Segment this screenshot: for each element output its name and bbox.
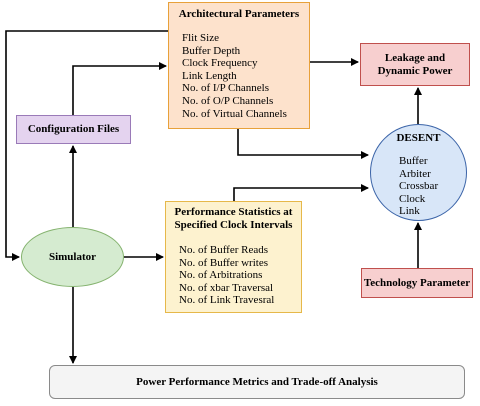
technology-parameter-title: Technology Parameter xyxy=(363,276,471,289)
technology-parameter-box: Technology Parameter xyxy=(361,268,473,298)
perf-stat-item: No. of Buffer Reads xyxy=(179,244,268,256)
leakage-dynamic-power-title: Leakage and Dynamic Power xyxy=(377,51,453,77)
power-performance-box: Power Performance Metrics and Trade-off … xyxy=(49,365,465,399)
perf-stat-item: No. of Link Travesral xyxy=(179,294,275,307)
desent-item: Link xyxy=(399,205,420,218)
perf-stat-item: No. of Buffer writes xyxy=(179,256,268,269)
desent-node: DESENT Buffer Arbiter Crossbar Clock Lin… xyxy=(370,124,467,221)
arch-param-item: Buffer Depth xyxy=(182,44,241,57)
desent-item: Buffer xyxy=(399,155,428,167)
arch-param-item: No. of O/P Channels xyxy=(182,94,274,107)
arch-param-item: No. of I/P Channels xyxy=(182,82,269,95)
desent-item: Clock xyxy=(399,192,426,205)
performance-statistics-title: Performance Statistics at Specified Cloc… xyxy=(174,206,293,231)
arch-param-item: Link Length xyxy=(182,69,237,82)
perf-stat-item: No. of Arbitrations xyxy=(179,269,263,282)
performance-statistics-box: Performance Statistics at Specified Cloc… xyxy=(165,201,302,313)
perf-stat-item: No. of xbar Traversal xyxy=(179,281,274,294)
arch-param-item: Flit Size xyxy=(182,32,219,44)
arrow-arch-to-desent xyxy=(237,129,369,159)
power-performance-title: Power Performance Metrics and Trade-off … xyxy=(136,375,378,388)
leakage-dynamic-power-box: Leakage and Dynamic Power xyxy=(360,43,470,86)
configuration-files-title: Configuration Files xyxy=(27,123,120,135)
desent-item: Crossbar xyxy=(399,180,439,193)
arrow-perf-to-desent xyxy=(233,184,369,201)
configuration-files-box: Configuration Files xyxy=(16,115,131,144)
desent-item: Arbiter xyxy=(399,167,431,180)
simulator-title: Simulator xyxy=(48,250,97,263)
desent-title: DESENT xyxy=(396,132,441,144)
architectural-parameters-box: Architectural Parameters Flit Size Buffe… xyxy=(168,2,310,129)
architectural-parameters-title: Architectural Parameters xyxy=(178,8,300,20)
arrow-arch-to-sim xyxy=(5,30,168,261)
arrow-config-to-arch xyxy=(72,62,167,115)
arch-param-item: Clock Frequency xyxy=(182,57,258,70)
arch-param-item: No. of Virtual Channels xyxy=(182,107,287,120)
simulator-node: Simulator xyxy=(21,227,124,287)
